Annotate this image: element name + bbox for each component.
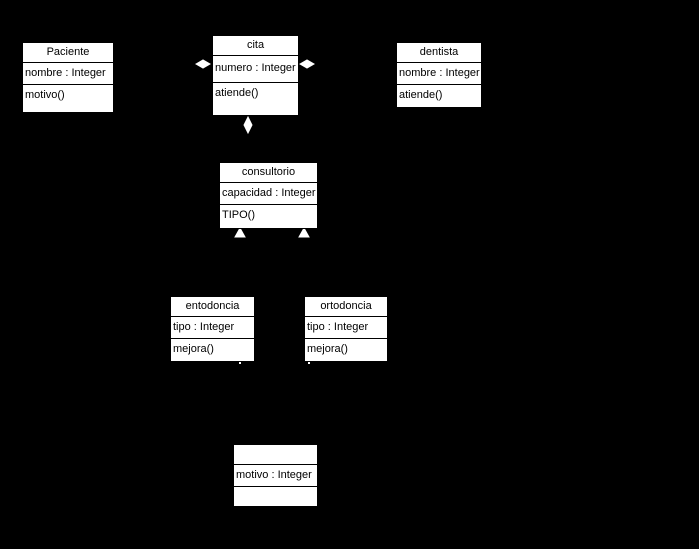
class-attribute: tipo : Integer	[305, 317, 387, 339]
class-cita[interactable]: cita numero : Integer atiende()	[212, 35, 299, 116]
class-operation: atiende()	[399, 89, 443, 101]
class-attribute: motivo : Integer	[234, 465, 317, 487]
class-attribute: nombre : Integer	[23, 63, 113, 85]
class-operation: atiende()	[215, 87, 259, 99]
class-name: consultorio	[220, 163, 317, 183]
aggregation-diamond-right	[298, 59, 316, 69]
generalization-triangle-right	[298, 226, 310, 238]
class-name: dentista	[397, 43, 481, 63]
class-operation: motivo()	[25, 89, 65, 101]
class-name: entodoncia	[171, 297, 254, 317]
class-operation	[234, 487, 317, 509]
class-name: cita	[213, 36, 298, 56]
connector-tick-entodoncia	[239, 362, 241, 364]
generalization-triangle-left	[234, 226, 246, 238]
class-attribute: numero : Integer	[213, 56, 298, 83]
class-attribute: nombre : Integer	[397, 63, 481, 85]
connector-tick-ortodoncia	[308, 362, 310, 364]
class-name	[234, 445, 317, 465]
class-operation: TIPO()	[222, 209, 255, 221]
class-consultorio[interactable]: consultorio capacidad : Integer TIPO()	[219, 162, 318, 229]
class-name: Paciente	[23, 43, 113, 63]
class-name: ortodoncia	[305, 297, 387, 317]
aggregation-diamond-bottom	[243, 115, 253, 135]
class-attribute: tipo : Integer	[171, 317, 254, 339]
class-unnamed[interactable]: motivo : Integer	[233, 444, 318, 507]
class-entodoncia[interactable]: entodoncia tipo : Integer mejora()	[170, 296, 255, 362]
class-operation: mejora()	[307, 343, 348, 355]
class-operation: mejora()	[173, 343, 214, 355]
class-ortodoncia[interactable]: ortodoncia tipo : Integer mejora()	[304, 296, 388, 362]
aggregation-diamond-left	[194, 59, 212, 69]
class-paciente[interactable]: Paciente nombre : Integer motivo()	[22, 42, 114, 113]
class-attribute: capacidad : Integer	[220, 183, 317, 205]
class-dentista[interactable]: dentista nombre : Integer atiende()	[396, 42, 482, 108]
